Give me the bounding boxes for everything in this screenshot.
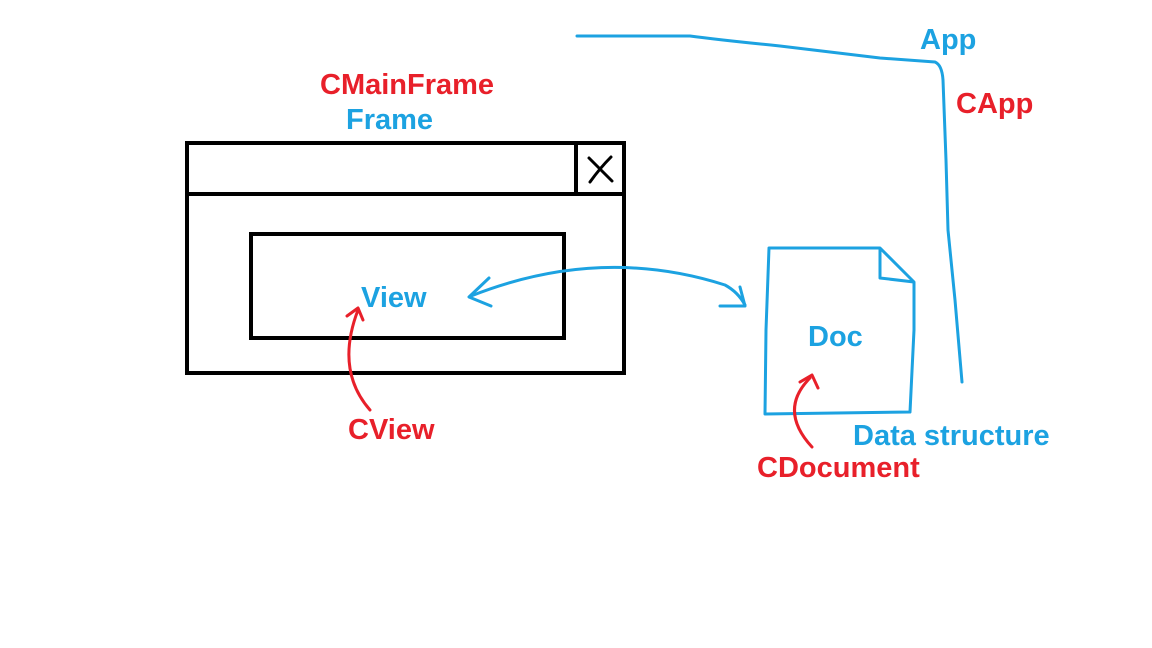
doc-label: Doc <box>808 321 863 353</box>
view-label: View <box>361 282 427 314</box>
frame-outer-border <box>185 141 626 375</box>
app-label: App <box>920 24 976 56</box>
cview-label: CView <box>348 414 435 446</box>
view-doc-arrow <box>467 265 747 308</box>
cmainframe-label: CMainFrame <box>320 69 494 101</box>
app-boundary-line <box>575 34 964 384</box>
cview-pointer-arrow <box>345 306 372 412</box>
cdocument-pointer-arrow <box>793 373 820 449</box>
main-frame-window <box>185 141 626 375</box>
frame-label: Frame <box>346 104 433 136</box>
view-panel <box>249 232 566 340</box>
document-icon <box>763 246 916 416</box>
data-structure-label: Data structure <box>853 420 1050 452</box>
capp-label: CApp <box>956 88 1033 120</box>
close-icon[interactable] <box>587 155 614 184</box>
cdocument-label: CDocument <box>757 452 920 484</box>
